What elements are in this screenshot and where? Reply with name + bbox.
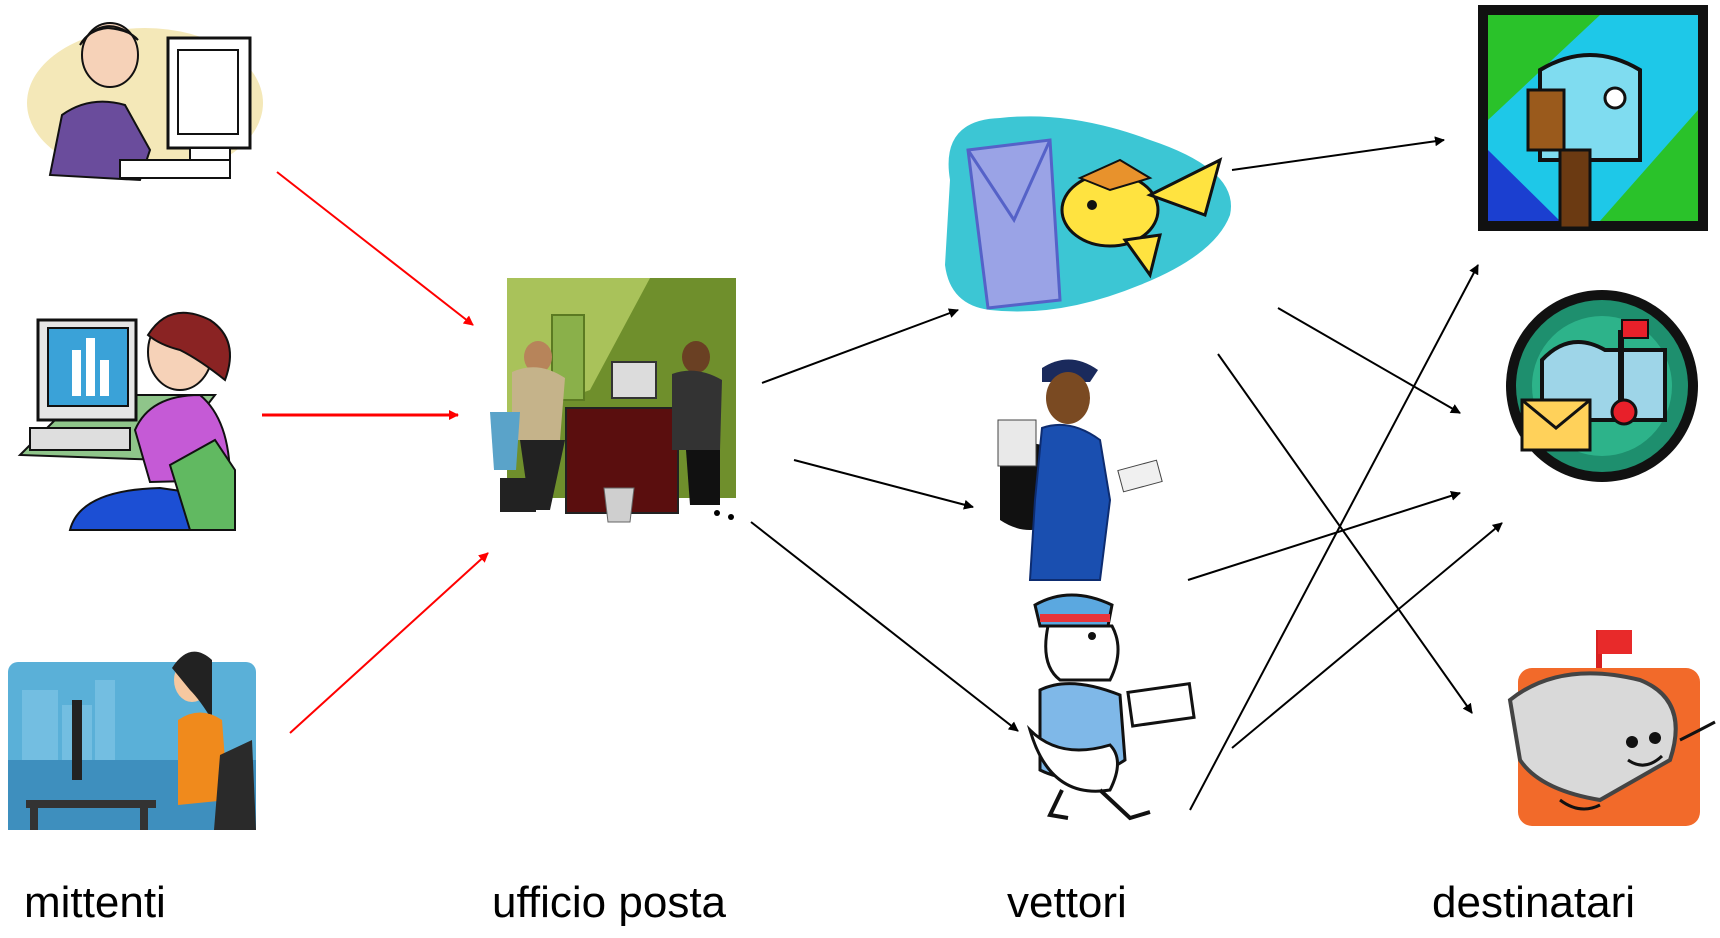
- mailbox-circle-badge-icon: [1506, 290, 1698, 482]
- woman-at-desktop-computer-icon: [17, 311, 236, 531]
- arrow-bird-to-mailbox1: [1231, 136, 1445, 171]
- arrow-office-to-postwoman: [793, 459, 974, 510]
- arrow-postwoman-to-mailbox2: [1187, 490, 1461, 581]
- woman-at-laptop-office-icon: [8, 651, 256, 830]
- postwoman-with-mailbag-icon: [997, 359, 1163, 581]
- carriers-label: vettori: [1007, 878, 1127, 927]
- post-office-label: ufficio posta: [492, 878, 727, 927]
- arrow-postman-to-mailbox1: [1189, 264, 1479, 811]
- arrow-office-to-postman: [750, 521, 1019, 732]
- mailbox-with-letters-icon: [1478, 5, 1708, 231]
- arrow-bird-to-mailbox3: [1217, 353, 1473, 714]
- senders-label: mittenti: [24, 878, 166, 927]
- smiling-mailbox-icon: [1507, 630, 1716, 826]
- arrow-sender3-to-office: [289, 552, 489, 734]
- arrow-bird-to-mailbox2: [1277, 307, 1461, 414]
- flying-bird-with-envelope-icon: [945, 116, 1231, 312]
- arrow-office-to-bird: [761, 308, 959, 384]
- arrow-postman-to-mailbox2: [1231, 522, 1503, 749]
- headset-operator-at-computer-icon: [27, 22, 263, 182]
- arrow-sender1-to-office: [276, 171, 474, 326]
- post-office-meeting-icon: [490, 278, 736, 523]
- cartoon-postman-icon: [1026, 593, 1196, 821]
- recipients-label: destinatari: [1432, 878, 1636, 927]
